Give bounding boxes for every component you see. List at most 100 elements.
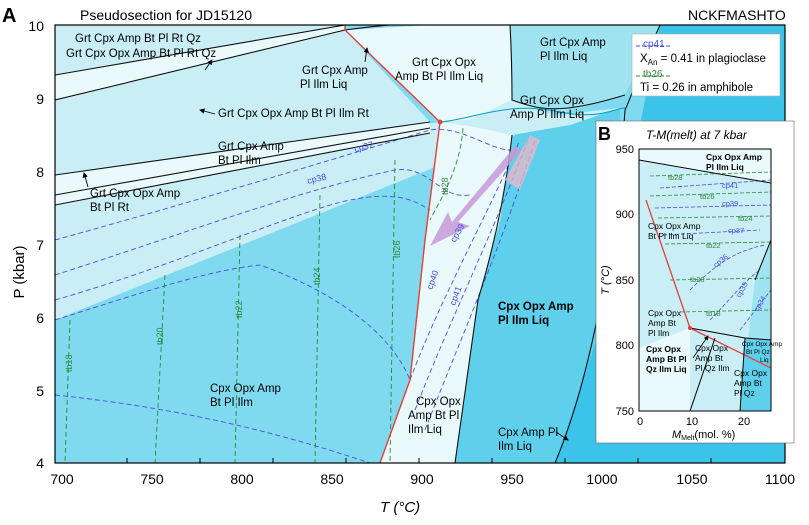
label-f12c: Ilm Liq [408,424,442,436]
pointer-f2 [204,59,213,71]
x-tick-750: 750 [140,471,164,487]
panel-b-ylabel: T (°C) [600,265,612,295]
pointer-f9 [82,172,89,188]
lbl-cp37: cp37 [353,140,374,154]
field-cpx-opx-amp-bt-pl-ilm-liq [380,122,512,463]
panel-b-frame [638,148,772,412]
b-label-1b: Pl Ilm Liq [706,162,744,172]
svg-text:0: 0 [637,416,643,428]
label-f7b: Amp Pl Ilm Liq [510,109,584,121]
svg-text:tb20: tb20 [690,275,705,284]
svg-text:900: 900 [616,209,634,221]
label-f5: Grt Cpx Amp [540,37,606,49]
label-f3b: Pl Ilm Liq [300,79,347,91]
svg-text:20: 20 [738,416,750,428]
field-grt-cpx-opx-amp-bt-pl-ilm-liq [345,25,512,122]
label-f8: Grt Cpx Amp [218,141,284,153]
y-tick-9: 9 [36,91,44,107]
field-grt-cpx-amp-pl-ilm-liq-top [510,25,660,115]
lbl-tb20: tb20 [155,327,165,345]
pointer-f6 [199,108,216,115]
tb20-line [154,274,166,463]
panel-a-field-labels: Grt Cpx Amp Bt Pl Rt Qz Grt Cpx Opx Amp … [66,33,606,453]
panel-a-ylabel: P (kbar) [11,245,28,298]
b-label-7b: Bt Pl Qz [746,349,770,356]
field-grt-cpx-opx-amp-bt-pl-rt-qz [55,25,345,100]
label-f8b: Bt Pl Ilm [218,155,261,167]
panel-a-x-ticks: 700 750 800 850 900 950 1000 1050 1100 [50,471,795,487]
svg-text:cp41: cp41 [722,181,738,190]
label-f9b: Bt Pl Rt [90,202,130,214]
label-f6: Grt Cpx Opx Amp Bt Pl Ilm Rt [218,108,370,120]
svg-text:10: 10 [686,416,698,428]
boundary-diag-1 [55,121,431,176]
field-cpx-opx-amp-pl-ilm-liq [455,108,625,463]
label-f1: Grt Cpx Amp Bt Pl Rt Qz [75,33,201,45]
b-label-2: Cpx Opx Amp [648,221,701,231]
tb24-line [314,194,321,463]
svg-text:800: 800 [616,340,634,352]
panel-a-y-ticks: 4 5 6 7 8 9 10 [28,18,44,471]
label-f7: Grt Cpx Opx [520,95,584,107]
lbl-tb24: tb24 [312,267,322,285]
svg-text:950: 950 [616,144,634,156]
lbl-tb28: tb28 [440,177,450,195]
panel-a-system: NCKFMASHTO [688,7,786,23]
label-f13: Cpx Amp Pl [498,427,558,439]
x-tick-950: 950 [500,471,524,487]
legend-cp-text: XAn = 0.41 in plagioclase [640,53,766,67]
x-tick-1050: 1050 [676,471,707,487]
lbl-tb18: tb18 [64,354,74,372]
panel-a-isopleth-labels: cp37 cp38 cp39 cp40 cp41 tb18 tb20 tb22 … [64,140,466,372]
boundary-upper-2 [55,29,346,101]
y-tick-10: 10 [28,18,44,34]
b-label-1: Cpx Opx Amp [706,152,762,162]
panel-b-y-ticks: 750 800 850 900 950 [616,144,634,418]
panel-b-x-ticks: 0 10 20 [637,416,750,428]
b-label-5b: Amp Bt [695,353,724,363]
invariant-point [437,119,443,125]
y-tick-7: 7 [36,237,44,253]
pt-path-band [505,135,540,190]
tb-isopleths [64,127,464,463]
field-grt-cpx-opx-amp-bt-pl-rt [55,128,430,205]
b-label-4c: Qz Ilm Liq [646,364,687,374]
b-label-3c: Pl Ilm [648,328,669,338]
label-f10: Cpx Opx Amp [498,301,574,313]
tb26-line [389,159,396,463]
b-label-6b: Amp Bt [734,378,763,388]
b-label-5c: Pl Qz Ilm [695,363,729,373]
x-tick-800: 800 [230,471,254,487]
panel-b-top-field [639,149,771,183]
b-label-3b: Amp Bt [648,318,677,328]
tb22-line [234,234,241,463]
legend-tb-text: Ti = 0.26 in amphibole [640,82,753,94]
y-tick-8: 8 [36,164,44,180]
b-label-4: Cpx Opx [646,344,681,354]
boundary-diag-2 [55,127,431,196]
pointer-f13 [555,431,569,441]
panel-b-small-labels: Cpx Opx Amp Bt Pl Qz Liq [742,341,782,364]
field-grt-cpx-opx-amp-pl-ilm-liq [440,100,620,135]
panel-b-xlabel: MMelt(mol. %) [672,429,735,442]
cp38b-line [55,195,431,301]
cp38-line [55,169,471,276]
svg-text:750: 750 [616,406,634,418]
b-label-4b: Amp Bt Pl [646,354,687,364]
boundary-upper-1 [55,25,346,76]
b-label-5: Cpx Opx [695,343,729,353]
panel-a-letter: A [2,5,16,27]
x-tick-850: 850 [320,471,344,487]
y-tick-5: 5 [36,383,44,399]
lbl-tb22: tb22 [234,300,244,318]
label-f13b: Ilm Liq [498,441,532,453]
b-label-2b: Bt Pl Ilm Liq [648,231,694,241]
svg-text:cp37: cp37 [728,226,744,235]
legend-tb-label: tb26 [643,69,663,80]
cp-lower-line [55,394,371,463]
melt-in-boundary [344,25,441,463]
svg-text:tb22: tb22 [706,241,721,250]
panel-b-field-labels: Cpx Opx Amp Pl Ilm Liq Cpx Opx Amp Bt Pl… [646,152,768,398]
svg-text:850: 850 [616,275,634,287]
svg-text:cp39: cp39 [722,199,738,208]
